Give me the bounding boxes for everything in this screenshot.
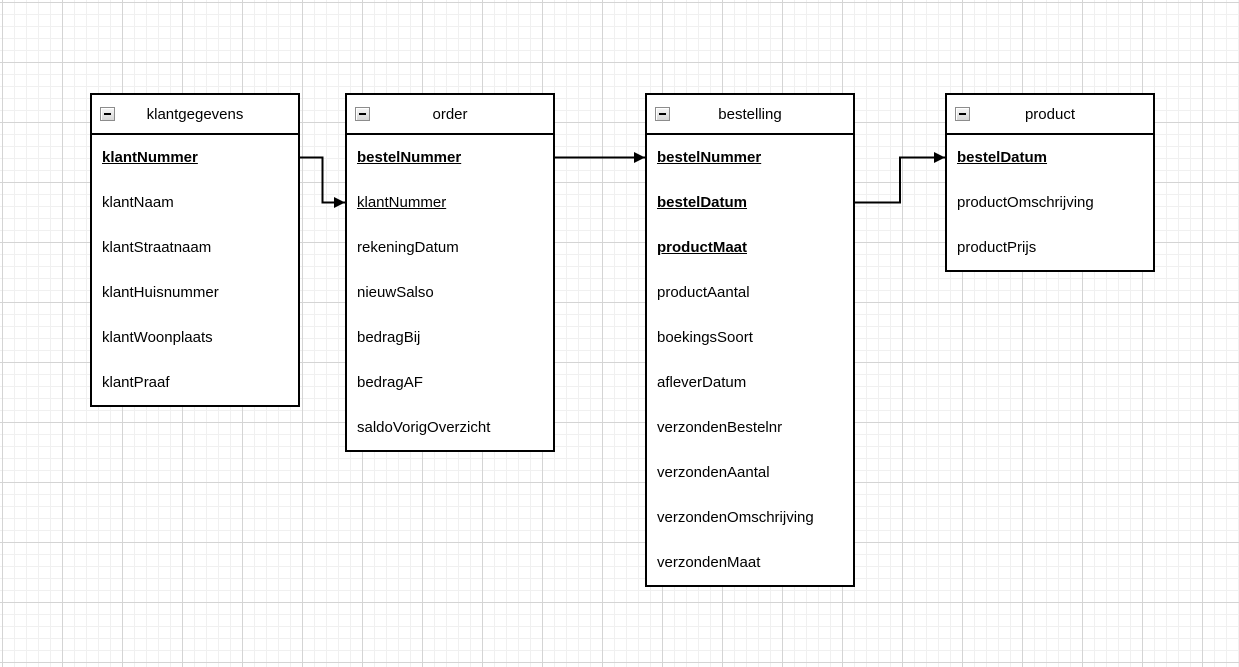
attribute-list: klantNummer klantNaam klantStraatnaam klant… xyxy=(92,135,298,405)
attribute-label: klantHuisnummer xyxy=(102,284,219,301)
entity-title: product xyxy=(1024,105,1076,123)
attribute-label: bestelNummer xyxy=(657,149,762,166)
connector-bestelling-to-product[interactable] xyxy=(855,152,945,204)
attribute-label: bedragBij xyxy=(357,329,421,346)
attribute-label: saldoVorigOverzicht xyxy=(357,419,491,436)
attribute-label: bestelDatum xyxy=(957,149,1048,166)
attribute-row-klantNummer[interactable]: klantNummer xyxy=(92,135,298,180)
attribute-label: klantPraaf xyxy=(102,374,170,391)
minus-bar xyxy=(659,113,666,115)
attribute-row-klantHuisnummer[interactable]: klantHuisnummer xyxy=(92,270,298,315)
attribute-row-productMaat[interactable]: productMaat xyxy=(647,225,853,270)
collapse-minus-icon[interactable] xyxy=(355,107,370,121)
attribute-row-saldoVorigOverzicht[interactable]: saldoVorigOverzicht xyxy=(347,405,553,450)
entity-title: bestelling xyxy=(718,105,782,123)
entity-title: klantgegevens xyxy=(146,105,244,123)
attribute-label: klantNummer xyxy=(102,149,198,166)
attribute-label: bedragAF xyxy=(357,374,423,391)
attribute-list: bestelDatum productOmschrijving productPri… xyxy=(947,135,1153,270)
attribute-label: productAantal xyxy=(657,284,750,301)
attribute-label: nieuwSalso xyxy=(357,284,434,301)
attribute-label: verzondenMaat xyxy=(657,554,761,571)
attribute-row-nieuwSalso[interactable]: nieuwSalso xyxy=(347,270,553,315)
minus-bar xyxy=(359,113,366,115)
attribute-row-verzondenBestelnr[interactable]: verzondenBestelnr xyxy=(647,405,853,450)
attribute-label: klantNummer xyxy=(357,194,447,211)
attribute-label: verzondenOmschrijving xyxy=(657,509,814,526)
attribute-row-verzondenAantal[interactable]: verzondenAantal xyxy=(647,450,853,495)
attribute-row-klantStraatnaam[interactable]: klantStraatnaam xyxy=(92,225,298,270)
attribute-label: klantStraatnaam xyxy=(102,239,212,256)
attribute-row-bestelNummer[interactable]: bestelNummer xyxy=(647,135,853,180)
entity-header[interactable]: product xyxy=(947,95,1153,135)
attribute-label: productPrijs xyxy=(957,239,1037,256)
attribute-label: verzondenBestelnr xyxy=(657,419,783,436)
attribute-row-bestelDatum[interactable]: bestelDatum xyxy=(947,135,1153,180)
attribute-label: boekingsSoort xyxy=(657,329,753,346)
entity-header[interactable]: klantgegevens xyxy=(92,95,298,135)
entity-klantgegevens[interactable]: klantgegevens klantNummer klantNaam klantS… xyxy=(90,93,300,407)
attribute-label: klantNaam xyxy=(102,194,174,211)
attribute-row-klantNaam[interactable]: klantNaam xyxy=(92,180,298,225)
attribute-label: verzondenAantal xyxy=(657,464,770,481)
entity-product[interactable]: product bestelDatum productOmschrijving pr… xyxy=(945,93,1155,272)
attribute-row-rekeningDatum[interactable]: rekeningDatum xyxy=(347,225,553,270)
attribute-row-productOmschrijving[interactable]: productOmschrijving xyxy=(947,180,1153,225)
attribute-label: klantWoonplaats xyxy=(102,329,213,346)
collapse-minus-icon[interactable] xyxy=(100,107,115,121)
attribute-row-verzondenMaat[interactable]: verzondenMaat xyxy=(647,540,853,585)
collapse-minus-icon[interactable] xyxy=(955,107,970,121)
connector-klantgegevens-to-order[interactable] xyxy=(300,156,345,208)
attribute-row-bedragAF[interactable]: bedragAF xyxy=(347,360,553,405)
attribute-label: afleverDatum xyxy=(657,374,747,391)
attribute-list: bestelNummer bestelDatum productMaat produc… xyxy=(647,135,853,585)
attribute-label: bestelNummer xyxy=(357,149,462,166)
entity-header[interactable]: order xyxy=(347,95,553,135)
entity-order[interactable]: order bestelNummer klantNummer rekeningDat… xyxy=(345,93,555,452)
entity-header[interactable]: bestelling xyxy=(647,95,853,135)
attribute-row-boekingsSoort[interactable]: boekingsSoort xyxy=(647,315,853,360)
attribute-label: productMaat xyxy=(657,239,747,256)
entity-title: order xyxy=(432,105,468,123)
minus-bar xyxy=(104,113,111,115)
attribute-label: rekeningDatum xyxy=(357,239,459,256)
entity-bestelling[interactable]: bestelling bestelNummer bestelDatum produc… xyxy=(645,93,855,587)
attribute-row-productPrijs[interactable]: productPrijs xyxy=(947,225,1153,270)
collapse-minus-icon[interactable] xyxy=(655,107,670,121)
attribute-row-bedragBij[interactable]: bedragBij xyxy=(347,315,553,360)
attribute-row-klantWoonplaats[interactable]: klantWoonplaats xyxy=(92,315,298,360)
attribute-row-bestelNummer[interactable]: bestelNummer xyxy=(347,135,553,180)
attribute-row-afleverDatum[interactable]: afleverDatum xyxy=(647,360,853,405)
attribute-row-verzondenOmschrijving[interactable]: verzondenOmschrijving xyxy=(647,495,853,540)
attribute-row-klantPraaf[interactable]: klantPraaf xyxy=(92,360,298,405)
attribute-row-bestelDatum[interactable]: bestelDatum xyxy=(647,180,853,225)
attribute-label: productOmschrijving xyxy=(957,194,1094,211)
attribute-row-productAantal[interactable]: productAantal xyxy=(647,270,853,315)
attribute-row-klantNummer[interactable]: klantNummer xyxy=(347,180,553,225)
attribute-label: bestelDatum xyxy=(657,194,748,211)
minus-bar xyxy=(959,113,966,115)
attribute-list: bestelNummer klantNummer rekeningDatum nieu… xyxy=(347,135,553,450)
